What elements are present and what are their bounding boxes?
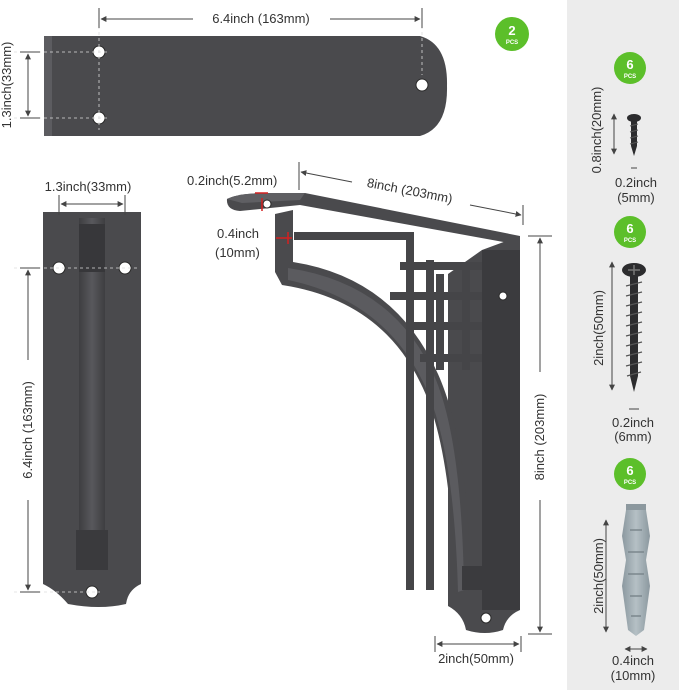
small-screw-length-label: 0.8inch(20mm) — [589, 87, 604, 174]
long-screw-icon — [622, 263, 646, 392]
side-width-dimension: 1.3inch(33mm) — [45, 179, 132, 215]
side-height-label: 6.4inch (163mm) — [20, 381, 35, 479]
small-screw-diameter-line1: 0.2inch — [615, 175, 657, 190]
bracket-height-label: 8inch (203mm) — [532, 394, 547, 481]
badge-unit: PCS — [506, 40, 518, 46]
top-view-plate — [14, 20, 448, 136]
wall-anchor-diameter-line2: (10mm) — [611, 668, 656, 683]
long-screw-length-label: 2inch(50mm) — [591, 290, 606, 366]
bracket-flange-label-line2: (10mm) — [215, 245, 260, 260]
bracket-thickness-label: 0.2inch(5.2mm) — [187, 173, 277, 188]
bracket-base-label: 2inch(50mm) — [438, 651, 514, 666]
side-width-label: 1.3inch(33mm) — [45, 179, 132, 194]
badge-number: 6 — [626, 221, 633, 236]
top-width-dimension: 6.4inch (163mm) — [98, 8, 423, 28]
brackets-quantity-badge: 2 PCS — [495, 17, 529, 51]
small-screw-badge: 6 PCS — [614, 52, 646, 84]
top-width-label: 6.4inch (163mm) — [212, 11, 310, 26]
bracket-3d — [226, 192, 520, 633]
side-view-plate — [14, 212, 141, 607]
long-screw-badge: 6 PCS — [614, 216, 646, 248]
bracket-flange-dimension: 0.4inch (10mm) — [215, 226, 260, 260]
long-screw-diameter-line2: (6mm) — [614, 429, 652, 444]
wall-anchor-icon — [622, 504, 650, 636]
badge-unit: PCS — [624, 74, 636, 80]
mount-hole — [415, 78, 429, 92]
bracket-flange-label-line1: 0.4inch — [217, 226, 259, 241]
small-screw-icon — [627, 114, 641, 156]
wall-anchor-badge: 6 PCS — [614, 458, 646, 490]
small-screw-diameter-line2: (5mm) — [617, 190, 655, 205]
badge-unit: PCS — [624, 480, 636, 486]
side-height-dimension: 6.4inch (163mm) — [20, 267, 40, 593]
badge-number: 2 — [508, 23, 515, 38]
small-screw-group: 6 PCS 0.8inch(20mm) 0.2inch (5mm) — [589, 52, 657, 205]
wall-anchor-group: 6 PCS 2inch(50mm) 0.4inch (10mm) — [591, 458, 655, 683]
accessories-panel — [567, 0, 679, 690]
wall-anchor-diameter-line1: 0.4inch — [612, 653, 654, 668]
badge-unit: PCS — [624, 238, 636, 244]
badge-number: 6 — [626, 57, 633, 72]
bracket-height-dimension: 8inch (203mm) — [528, 235, 552, 635]
badge-number: 6 — [626, 463, 633, 478]
long-screw-diameter-line1: 0.2inch — [612, 415, 654, 430]
bracket-base-dimension: 2inch(50mm) — [434, 636, 522, 666]
bracket-thickness-dimension: 0.2inch(5.2mm) — [187, 173, 277, 188]
top-height-label: 1.3inch(33mm) — [0, 42, 14, 129]
top-height-dimension: 1.3inch(33mm) — [0, 42, 40, 129]
bracket-length-label: 8inch (203mm) — [366, 175, 454, 206]
long-screw-group: 6 PCS 2inch(50mm) 0.2i — [591, 216, 654, 444]
wall-anchor-length-label: 2inch(50mm) — [591, 538, 606, 614]
